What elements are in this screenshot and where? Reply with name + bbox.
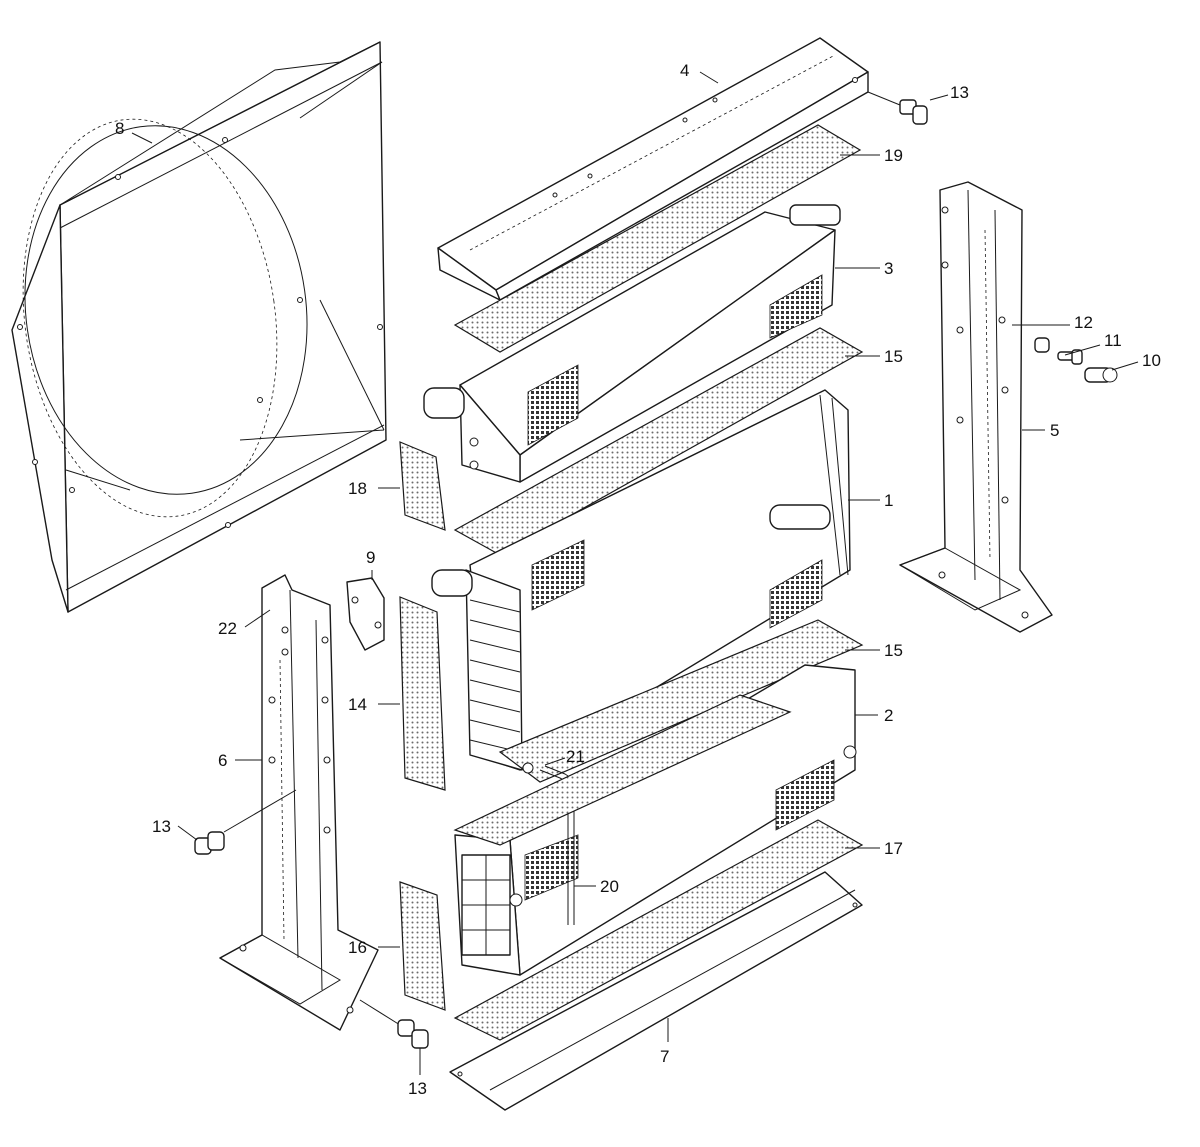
charge-air-cooler-part-2 xyxy=(454,664,857,976)
callout-20: 20 xyxy=(600,877,619,896)
callout-3: 3 xyxy=(884,259,893,278)
callout-13-top: 13 xyxy=(950,83,969,102)
bolt-part-13-top xyxy=(867,91,928,125)
fitting-part-21 xyxy=(522,762,534,774)
nut-part-12 xyxy=(1034,337,1050,353)
callout-6: 6 xyxy=(218,751,227,770)
radiator-fins xyxy=(469,599,521,753)
mesh-panel-part-19 xyxy=(453,124,862,353)
callout-15-lower: 15 xyxy=(884,641,903,660)
mesh-panel-part-15-upper xyxy=(453,327,864,556)
callout-2: 2 xyxy=(884,706,893,725)
callout-9: 9 xyxy=(366,548,375,567)
clip-bracket-part-9 xyxy=(346,577,385,651)
callout-21: 21 xyxy=(566,747,585,766)
bolt-part-11 xyxy=(1057,349,1083,365)
radiator-core-part-1 xyxy=(431,389,851,771)
pin-part-10 xyxy=(1084,367,1118,383)
callout-5: 5 xyxy=(1050,421,1059,440)
mesh-pad-part-18 xyxy=(399,441,446,531)
callout-22: 22 xyxy=(218,619,237,638)
callout-18: 18 xyxy=(348,479,367,498)
fan-shroud-part-8 xyxy=(11,41,387,613)
callout-13-bottom: 13 xyxy=(408,1079,427,1098)
mesh-panel-part-17 xyxy=(453,819,864,1041)
callout-11: 11 xyxy=(1104,331,1122,350)
callout-1: 1 xyxy=(884,491,893,510)
support-column-part-6 xyxy=(218,574,379,1031)
callout-labels: 1 2 3 4 5 6 7 8 9 10 11 12 13 13 13 14 1… xyxy=(115,61,1161,1098)
callout-7: 7 xyxy=(660,1047,669,1066)
callout-12: 12 xyxy=(1074,313,1093,332)
oil-cooler-part-3 xyxy=(423,204,841,483)
bolt-part-13-bottom xyxy=(359,999,429,1049)
leader-lines xyxy=(131,71,1139,1075)
bolt-part-13-left xyxy=(194,789,297,855)
callout-4: 4 xyxy=(680,61,689,80)
support-column-part-5 xyxy=(898,181,1053,633)
callout-16: 16 xyxy=(348,938,367,957)
callout-14: 14 xyxy=(348,695,367,714)
callout-10: 10 xyxy=(1142,351,1161,370)
mesh-pad-part-14 xyxy=(399,596,446,791)
mesh-pad-part-16 xyxy=(399,881,446,1011)
callout-17: 17 xyxy=(884,839,903,858)
callout-19: 19 xyxy=(884,146,903,165)
top-bracket-part-4 xyxy=(437,37,869,301)
callout-13-left: 13 xyxy=(152,817,171,836)
callout-8: 8 xyxy=(115,119,124,138)
callout-15-upper: 15 xyxy=(884,347,903,366)
bottom-bracket-part-7 xyxy=(449,871,863,1111)
mesh-panel-lower-cooler xyxy=(453,694,792,846)
